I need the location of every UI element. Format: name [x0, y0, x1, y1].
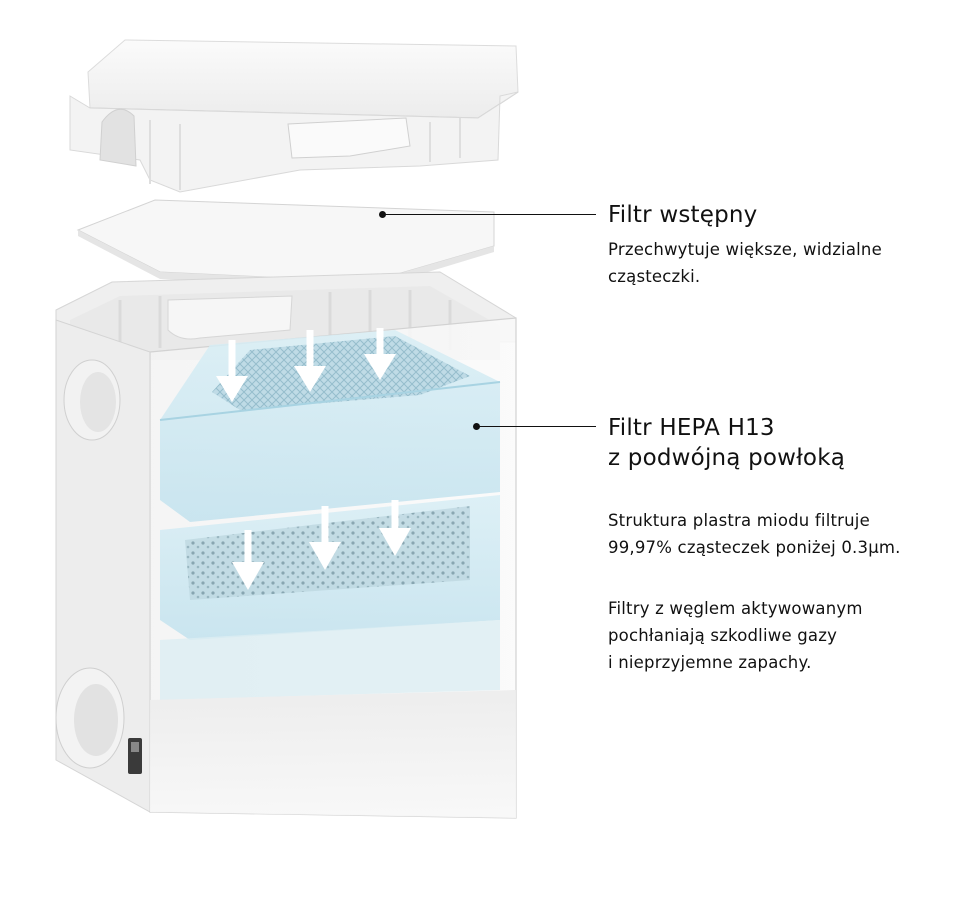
arrow-down-icon — [232, 530, 264, 590]
pre-filter-title: Filtr wstępny — [608, 202, 758, 228]
hepa-carbon-description: Filtry z węglem aktywowanym pochłaniają … — [608, 595, 901, 676]
pre-filter-description: Przechwytuje większe, widzialne cząstecz… — [608, 236, 882, 290]
arrow-down-icon — [294, 330, 326, 392]
hepa-filter-callout: Filtr HEPA H13 z podwójną powłoką Strukt… — [608, 413, 901, 676]
leader-dot-hepa — [473, 423, 480, 430]
pre-filter-desc-line-2: cząsteczki. — [608, 267, 701, 286]
hepa-desc2-line-1: Filtry z węglem aktywowanym — [608, 599, 863, 618]
hepa-title-line-1: Filtr HEPA H13 — [608, 415, 775, 441]
hepa-title-line-2: z podwójną powłoką — [608, 445, 846, 471]
airflow-arrows — [216, 328, 411, 590]
hepa-honeycomb-description: Struktura plastra miodu filtruje 99,97% … — [608, 507, 901, 561]
hepa-desc1-line-1: Struktura plastra miodu filtruje — [608, 511, 870, 530]
arrow-down-icon — [379, 500, 411, 556]
purifier-body — [55, 271, 517, 819]
arrow-down-icon — [364, 328, 396, 380]
arrow-down-icon — [216, 340, 248, 402]
leader-line-pre-filter — [383, 214, 596, 215]
leader-dot-pre-filter — [379, 211, 386, 218]
pre-filter-plate — [76, 199, 495, 289]
arrow-down-icon — [309, 506, 341, 570]
top-lid — [69, 39, 519, 193]
pre-filter-desc-line-1: Przechwytuje większe, widzialne — [608, 240, 882, 259]
hepa-desc2-line-3: i nieprzyjemne zapachy. — [608, 653, 812, 672]
hepa-filter-title: Filtr HEPA H13 z podwójną powłoką — [608, 413, 901, 473]
hepa-desc2-line-2: pochłaniają szkodliwe gazy — [608, 626, 838, 645]
pre-filter-callout: Filtr wstępny Przechwytuje większe, widz… — [608, 200, 882, 290]
leader-line-hepa — [477, 426, 596, 427]
hepa-desc1-line-2: 99,97% cząsteczek poniżej 0.3µm. — [608, 538, 901, 557]
